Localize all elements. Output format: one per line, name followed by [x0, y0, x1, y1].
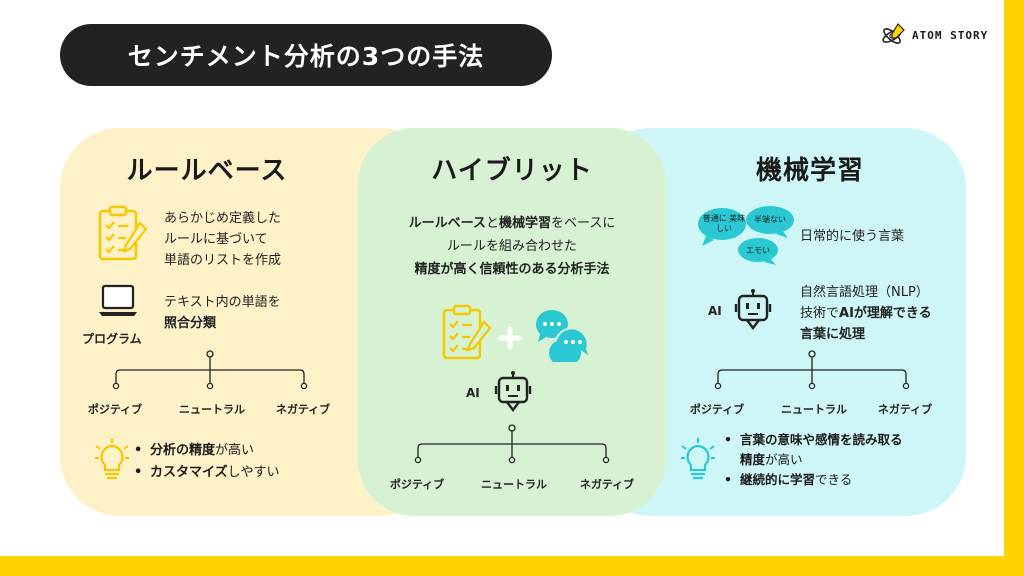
hybrid-tree-diagram [414, 424, 610, 464]
rule-based-heading: ルールベース [126, 156, 288, 186]
rule-based-positive-label: ポジティブ [87, 403, 143, 416]
brand-logo[interactable]: ATOM STORY [880, 22, 988, 48]
list-item: •継続的に学習できる [724, 472, 853, 487]
brand-logo-text: ATOM STORY [912, 28, 989, 42]
chat-bubbles-icon [535, 310, 592, 362]
daily-words-text: 日常的に使う言葉 [800, 229, 905, 244]
hybrid-heading: ハイブリット [431, 156, 593, 186]
atom-pen-icon [882, 23, 905, 44]
rule-based-description: あらかじめ定義した ルールに基づいて 単語のリストを作成 [164, 211, 282, 268]
ml-negative-label: ネガティブ [877, 403, 933, 416]
rule-based-negative-label: ネガティブ [275, 403, 331, 416]
page-title: センチメント分析の3つの手法 [60, 24, 552, 86]
ml-ai-label: AI [708, 304, 722, 318]
hybrid-neutral-label: ニュートラル [481, 478, 547, 491]
ml-neutral-label: ニュートラル [781, 403, 847, 416]
bubble-text-tasty: 普通に 美味しい [702, 214, 746, 233]
rule-based-tree-diagram [112, 350, 308, 390]
bubble-text-emotional: エモい [746, 246, 770, 255]
rule-based-matching: テキスト内の単語を 照合分類 [164, 295, 281, 331]
lightbulb-icon [681, 438, 715, 480]
hybrid-description: ルールベースと機械学習をベースに ルールを組み合わせた 精度が高く信頼性のある分… [408, 216, 616, 277]
plus-icon [498, 326, 522, 350]
rule-based-merits-list: •分析の精度が高い •カスタマイズしやすい [134, 440, 280, 484]
hybrid-positive-label: ポジティブ [389, 478, 445, 491]
robot-icon [494, 371, 532, 412]
list-item: •分析の精度が高い [134, 443, 255, 458]
hybrid-negative-label: ネガティブ [579, 478, 635, 491]
laptop-icon [99, 284, 137, 316]
list-item: •カスタマイズしやすい [134, 465, 280, 480]
robot-icon [734, 289, 772, 330]
accent-frame-right [1004, 0, 1024, 576]
ml-positive-label: ポジティブ [689, 403, 745, 416]
accent-frame-bottom [0, 556, 1024, 576]
rule-based-neutral-label: ニュートラル [179, 403, 245, 416]
clipboard-checklist-icon [98, 205, 148, 261]
lightbulb-icon [95, 438, 129, 480]
machine-learning-heading: 機械学習 [755, 156, 864, 186]
speech-bubbles-icon [698, 206, 794, 265]
clipboard-checklist-icon [442, 304, 492, 360]
ml-merits-list: •言葉の意味や感情を読み取る精度が高い •継続的に学習できる [724, 430, 903, 490]
bubble-text-awesome: 半端ない [754, 215, 786, 224]
program-label: プログラム [82, 332, 142, 346]
nlp-description: 自然言語処理（NLP） 技術でAIが理解できる 言葉に処理 [800, 285, 932, 342]
list-item: •言葉の意味や感情を読み取る精度が高い [724, 432, 903, 467]
hybrid-ai-label: AI [466, 386, 480, 400]
machine-learning-tree-diagram [714, 350, 910, 390]
